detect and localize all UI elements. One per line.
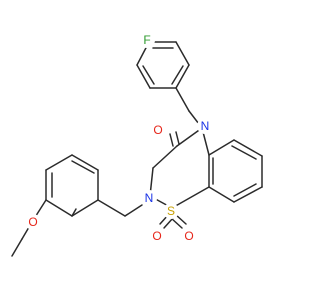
svg-text:O: O bbox=[152, 229, 161, 243]
bond bbox=[208, 186, 235, 203]
atom-sulfonyl-oxygen-right: O bbox=[181, 228, 197, 244]
bond bbox=[163, 217, 174, 229]
bond bbox=[208, 139, 235, 156]
bond bbox=[142, 65, 155, 85]
atom-sulfonyl-oxygen-left: O bbox=[149, 228, 165, 244]
bond bbox=[170, 217, 183, 229]
bond bbox=[231, 145, 257, 160]
bond bbox=[45, 154, 73, 171]
svg-text:O: O bbox=[28, 215, 37, 229]
bond bbox=[175, 87, 190, 112]
bond bbox=[233, 186, 263, 203]
bond bbox=[233, 183, 257, 197]
svg-text:O: O bbox=[153, 123, 162, 137]
bond bbox=[97, 199, 126, 217]
atom-sulfonyl-nitrogen: N bbox=[141, 190, 157, 206]
atom-fluorine: F bbox=[139, 32, 155, 48]
atom-ring-nitrogen: N bbox=[197, 118, 213, 134]
bond-layer bbox=[11, 41, 263, 257]
svg-text:O: O bbox=[184, 229, 193, 243]
structure-canvas: F N O N S O O O bbox=[11, 32, 263, 257]
svg-text:N: N bbox=[201, 119, 210, 133]
bond bbox=[176, 127, 203, 147]
bond bbox=[152, 145, 178, 169]
bond bbox=[171, 186, 210, 209]
bond bbox=[175, 41, 190, 66]
bond bbox=[233, 139, 263, 157]
bond bbox=[171, 65, 184, 85]
bond bbox=[71, 154, 99, 171]
bond bbox=[175, 64, 190, 89]
bond bbox=[45, 199, 73, 217]
bond bbox=[11, 238, 23, 257]
bond bbox=[136, 64, 151, 89]
svg-text:N: N bbox=[145, 191, 154, 205]
atom-methoxy-oxygen: O bbox=[25, 214, 41, 230]
bond bbox=[169, 133, 174, 147]
molecule-drawing: F N O N S O O O bbox=[11, 32, 263, 257]
bond bbox=[124, 204, 143, 217]
bond bbox=[71, 199, 99, 217]
bond bbox=[175, 131, 180, 145]
svg-text:S: S bbox=[167, 204, 175, 218]
svg-text:F: F bbox=[143, 33, 150, 47]
atom-layer: F N O N S O O O bbox=[25, 32, 213, 244]
bond bbox=[71, 208, 77, 217]
atom-sulfur: S bbox=[163, 203, 179, 219]
atom-carbonyl-oxygen: O bbox=[150, 122, 166, 138]
bond bbox=[71, 160, 95, 174]
